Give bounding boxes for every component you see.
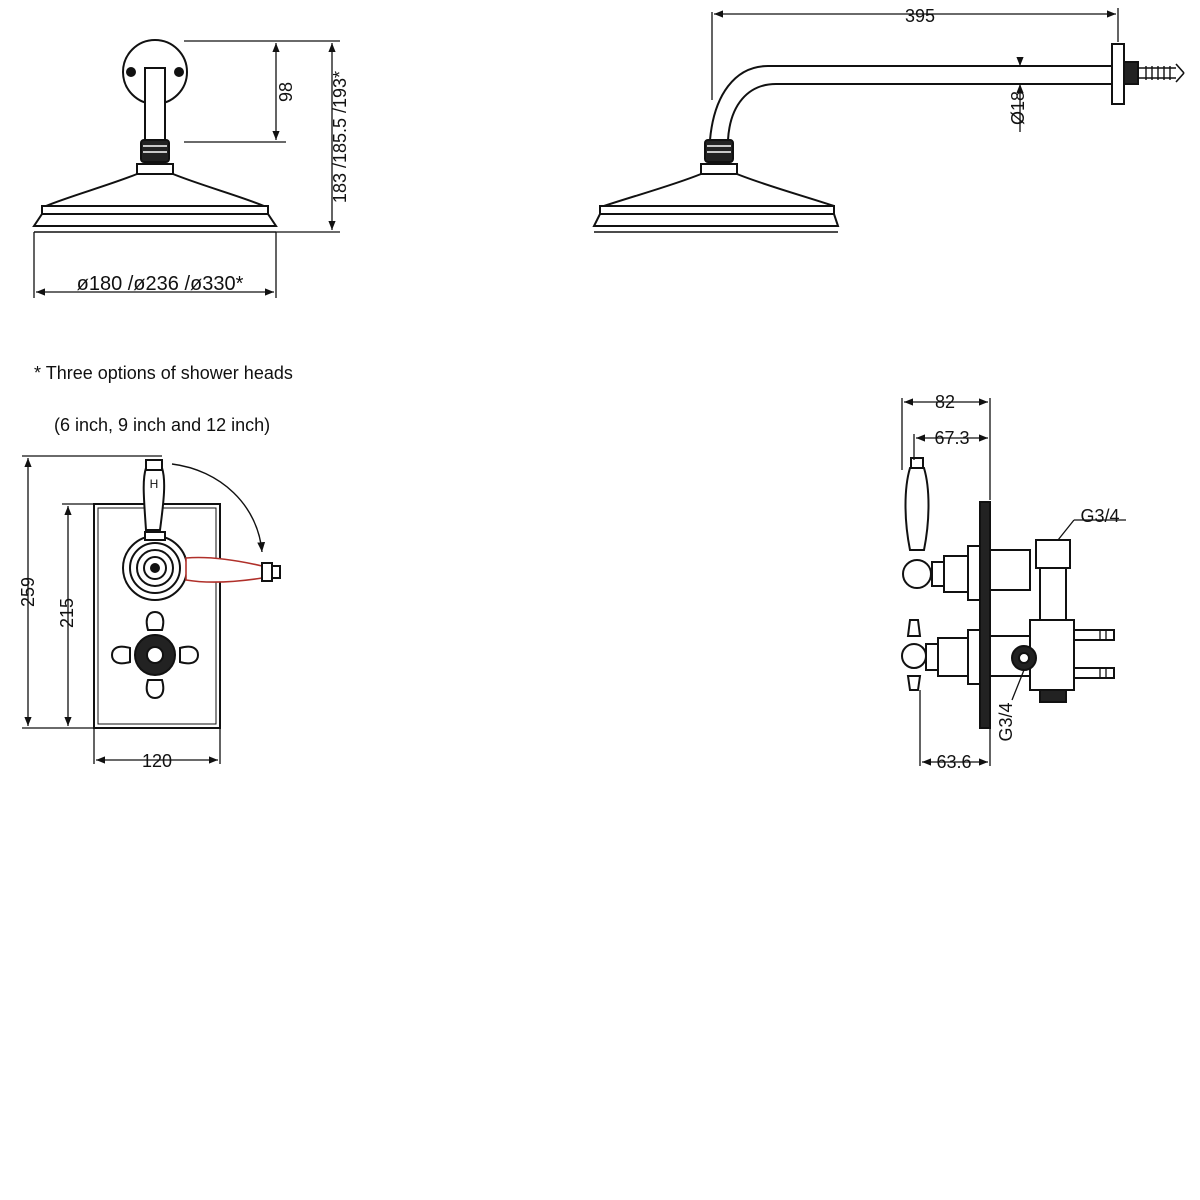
- plate-height-label: 215: [57, 598, 77, 628]
- depth-top-handle-label: 67.3: [934, 428, 969, 448]
- shower-arm: [144, 67, 166, 141]
- shower-head-face: [32, 213, 278, 227]
- arm-height-label: 98: [276, 82, 296, 102]
- top-outlet-thread-label: G3/4: [1080, 506, 1119, 526]
- rotation-arc: [171, 463, 266, 553]
- side-connector-nut: [704, 139, 734, 163]
- overall-height-label: 183 /185.5 /193*: [330, 71, 350, 203]
- side-wall-plate: [979, 501, 991, 729]
- valve-body-top: [989, 549, 1031, 591]
- curved-arm-inner: [727, 83, 1112, 141]
- side-lever-handle: [904, 467, 930, 551]
- valve-height-label: 259: [18, 577, 38, 607]
- depth-total-label: 82: [935, 392, 955, 412]
- head-diameter-label: ø180 /ø236 /ø330*: [77, 273, 244, 295]
- curved-arm-outer: [709, 65, 1112, 141]
- shower-head-front-view: [32, 39, 340, 298]
- shower-head-side-view: [592, 8, 1185, 233]
- wall-plate: [1111, 43, 1125, 105]
- arm-length-label: 395: [905, 6, 935, 26]
- svg-text:H: H: [150, 477, 159, 491]
- valve-side-view: [901, 398, 1126, 766]
- arm-diameter-label: Ø18: [1008, 91, 1028, 125]
- top-outlet: [1035, 539, 1071, 569]
- depth-bottom-handle-label: 63.6: [936, 752, 971, 772]
- note-line-1: * Three options of shower heads: [34, 363, 293, 383]
- shower-head-options-note: * Three options of shower heads (6 inch,…: [24, 334, 293, 464]
- plate-width-label: 120: [142, 751, 172, 771]
- valve-front-view: H: [22, 455, 281, 764]
- connector-nut: [140, 139, 170, 163]
- note-line-2: (6 inch, 9 inch and 12 inch): [54, 415, 271, 435]
- bottom-outlet-thread-label: G3/4: [996, 702, 1016, 741]
- temperature-lever: [142, 467, 166, 531]
- rotated-lever: [185, 556, 263, 583]
